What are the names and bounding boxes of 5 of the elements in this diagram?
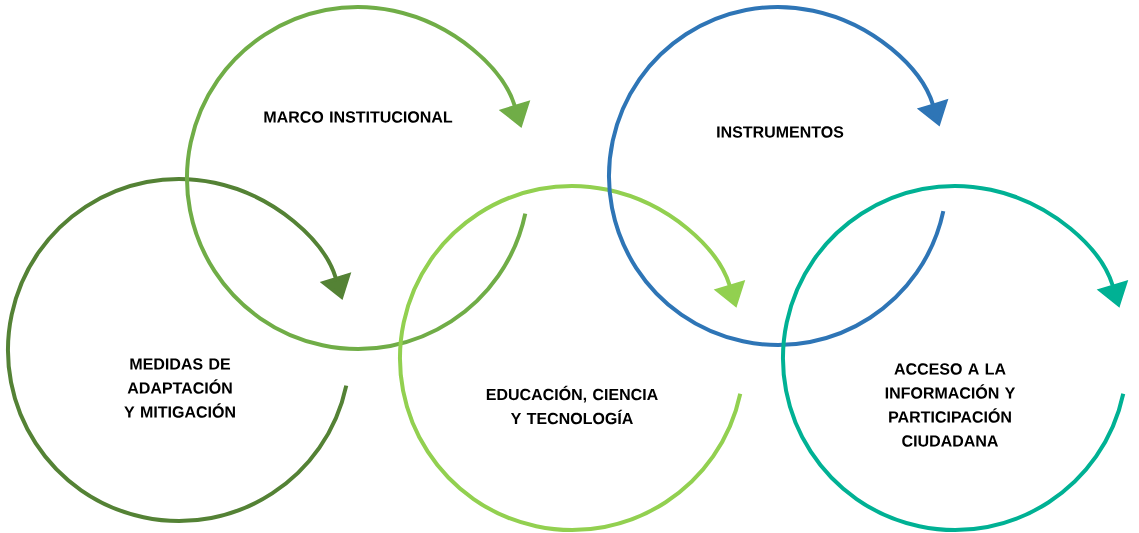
circle-label: MARCO INSTITUCIONAL xyxy=(264,111,453,123)
circle-label: MEDIDAS DE ADAPTACIÓN Y MITIGACIÓN xyxy=(124,358,235,418)
circle-label: EDUCACIÓN, CIENCIA Y TECNOLOGÍA xyxy=(486,385,658,425)
circle-label: INSTRUMENTOS xyxy=(717,126,844,138)
circle-label: ACCESO A LA INFORMACIÓN Y PARTICIPACIÓN CIUDADANA xyxy=(885,363,1016,447)
